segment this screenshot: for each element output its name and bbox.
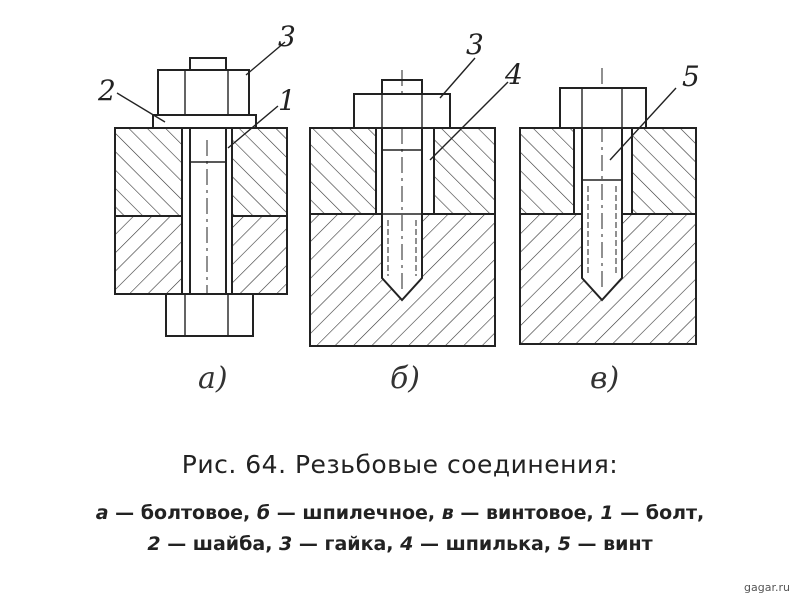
bolt-head-a	[165, 293, 254, 337]
legend-key: 1	[600, 502, 614, 524]
legend-key: 3	[279, 533, 293, 555]
legend-key: а	[95, 502, 109, 524]
bolt-shank-a	[189, 127, 227, 295]
label-a-bolt: 1	[278, 84, 296, 117]
legend-key: 5	[557, 533, 571, 555]
legend-key: б	[256, 502, 271, 524]
legend-text: — шайба,	[160, 533, 280, 555]
label-b-stud: 4	[504, 58, 523, 91]
figure-caption-title: Рис. 64. Резьбовые соединения:	[181, 450, 619, 479]
figure-caption-legend-line-2: 2 — шайба, 3 — гайка, 4 — шпилька, 5 — в…	[0, 533, 800, 555]
bolt-end-a	[189, 57, 227, 71]
legend-text: — винт	[570, 533, 653, 555]
label-b-nut: 3	[466, 28, 484, 61]
watermark: gagar.ru	[744, 581, 790, 594]
subfigure-label-b: б)	[390, 361, 420, 396]
legend-text: — болтовое,	[108, 502, 257, 524]
label-a-nut: 3	[278, 20, 296, 53]
legend-text: — шпилька,	[413, 533, 558, 555]
legend-key: 4	[400, 533, 414, 555]
washer-a	[152, 114, 257, 129]
legend-key: 2	[147, 533, 161, 555]
screw-head-c	[559, 87, 647, 129]
label-c-screw: 5	[682, 60, 700, 93]
legend-text: — болт,	[613, 502, 705, 524]
legend-key: в	[441, 502, 454, 524]
subfigure-b-stud	[309, 57, 509, 347]
subfigure-c-screw	[519, 68, 697, 345]
figure-caption-legend-line-1: а — болтовое, б — шпилечное, в — винтово…	[0, 502, 800, 524]
label-a-washer: 2	[97, 74, 116, 107]
subfigure-label-c: в)	[590, 361, 619, 396]
subfigure-a-bolted	[114, 41, 288, 337]
legend-text: — винтовое,	[453, 502, 601, 524]
nut-a	[157, 69, 250, 116]
legend-text: — гайка,	[292, 533, 401, 555]
legend-text: — шпилечное,	[270, 502, 442, 524]
subfigure-label-a: а)	[198, 361, 228, 396]
nut-b	[353, 93, 451, 129]
